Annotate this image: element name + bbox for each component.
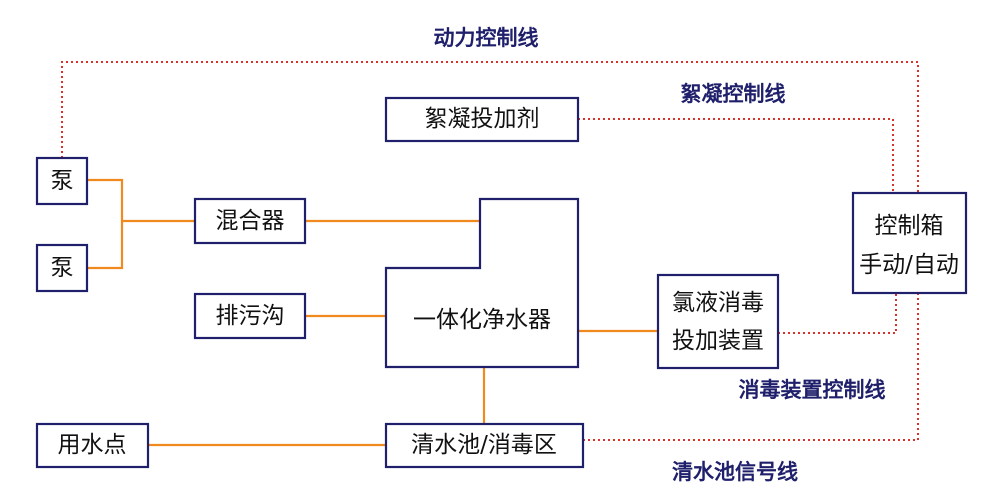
pump-1-box bbox=[35, 156, 89, 206]
drain-label: 排污沟 bbox=[216, 303, 285, 329]
mixer-label: 混合器 bbox=[216, 208, 285, 234]
water-use-point-box bbox=[35, 422, 150, 469]
pump-2-box bbox=[35, 243, 89, 293]
chlorine-dosing-node: 氯液消毒 投加装置 bbox=[656, 273, 780, 370]
clear-water-tank-label: 清水池/消毒区 bbox=[411, 432, 557, 458]
water-use-point-label: 用水点 bbox=[58, 432, 127, 458]
pump-2-node: 泵 bbox=[35, 243, 89, 293]
flocculation-control-line bbox=[578, 118, 894, 193]
power-control-line-label: 动力控制线 bbox=[434, 26, 539, 50]
clear-water-tank-node: 清水池/消毒区 bbox=[384, 422, 585, 469]
pump-1-label: 泵 bbox=[51, 168, 74, 194]
drain-box bbox=[193, 292, 307, 340]
pipe-pump-2-to-junction bbox=[87, 221, 124, 270]
tank-signal-line-label: 清水池信号线 bbox=[672, 460, 798, 484]
disinfection-control-line bbox=[778, 293, 897, 334]
flocculant-dosing-node: 絮凝投加剂 bbox=[384, 96, 580, 143]
control-box-label-line-2: 手动/自动 bbox=[859, 252, 959, 278]
pump-2-label: 泵 bbox=[51, 255, 74, 281]
tank-signal-line bbox=[583, 293, 919, 441]
process-pipes bbox=[87, 178, 658, 447]
control-lines bbox=[61, 61, 919, 441]
control-box-label-line-1: 控制箱 bbox=[875, 213, 944, 239]
purifier-label: 一体化净水器 bbox=[413, 307, 551, 333]
chlorine-dosing-box bbox=[656, 273, 780, 370]
mixer-node: 混合器 bbox=[193, 197, 307, 245]
control-box-box bbox=[851, 191, 968, 295]
mixer-box bbox=[193, 197, 307, 245]
purifier-node: 一体化净水器 bbox=[384, 197, 580, 369]
pump-1-node: 泵 bbox=[35, 156, 89, 206]
pipe-pump-1-to-junction bbox=[87, 178, 124, 221]
purifier-box bbox=[384, 197, 580, 369]
drain-node: 排污沟 bbox=[193, 292, 307, 340]
water-use-point-node: 用水点 bbox=[35, 422, 150, 469]
flocculant-dosing-label: 絮凝投加剂 bbox=[425, 106, 540, 132]
chlorine-dosing-label-line-2: 投加装置 bbox=[672, 328, 764, 354]
flocculant-dosing-box bbox=[384, 96, 580, 143]
flocculation-control-line-label: 絮凝控制线 bbox=[681, 82, 786, 106]
control-box-node: 控制箱 手动/自动 bbox=[851, 191, 968, 295]
disinfection-control-line-label: 消毒装置控制线 bbox=[739, 378, 886, 402]
clear-water-tank-box bbox=[384, 422, 585, 469]
chlorine-dosing-label-line-1: 氯液消毒 bbox=[672, 290, 764, 316]
